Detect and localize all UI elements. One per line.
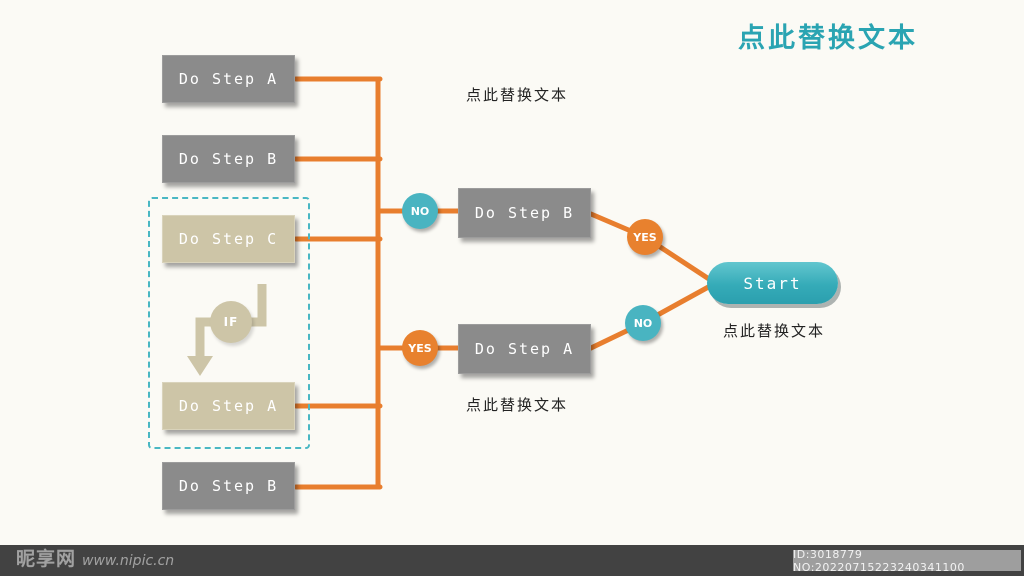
step-box-label: Do Step B [474,204,575,222]
step-box-label: Do Step A [178,397,279,415]
footer-bar: 昵享网 www.nipic.cn ID:3018779 NO:202207152… [0,545,1024,576]
decision-yes-right[interactable]: YES [627,219,663,255]
decision-yes-left[interactable]: YES [402,330,438,366]
step-box-label: Do Step B [178,150,279,168]
if-badge[interactable]: IF [210,301,252,343]
decision-no-left[interactable]: NO [402,193,438,229]
watermark: 昵享网 www.nipic.cn [16,544,174,571]
placeholder-caption-right[interactable]: 点此替换文本 [723,322,826,340]
image-id-strip: ID:3018779 NO:20220715223240341100 [793,548,1021,574]
step-box-left-3[interactable]: Do Step C [162,215,295,263]
page-title[interactable]: 点此替换文本 [738,23,918,54]
step-box-left-1[interactable]: Do Step A [162,55,295,103]
step-box-left-5[interactable]: Do Step B [162,462,295,510]
step-box-label: Do Step A [178,70,279,88]
step-box-left-4[interactable]: Do Step A [162,382,295,430]
step-box-label: Do Step C [178,230,279,248]
step-box-left-2[interactable]: Do Step B [162,135,295,183]
step-box-label: Do Step A [474,340,575,358]
watermark-url: www.nipic.cn [82,553,175,569]
step-box-middle-1[interactable]: Do Step B [458,188,591,238]
placeholder-caption-top[interactable]: 点此替换文本 [466,86,569,104]
step-box-middle-2[interactable]: Do Step A [458,324,591,374]
placeholder-caption-middle[interactable]: 点此替换文本 [466,396,569,414]
watermark-site-name: 昵享网 [16,548,77,570]
decision-no-right[interactable]: NO [625,305,661,341]
selection-frame[interactable] [148,197,310,449]
start-node[interactable]: Start [707,262,838,304]
step-box-label: Do Step B [178,477,279,495]
